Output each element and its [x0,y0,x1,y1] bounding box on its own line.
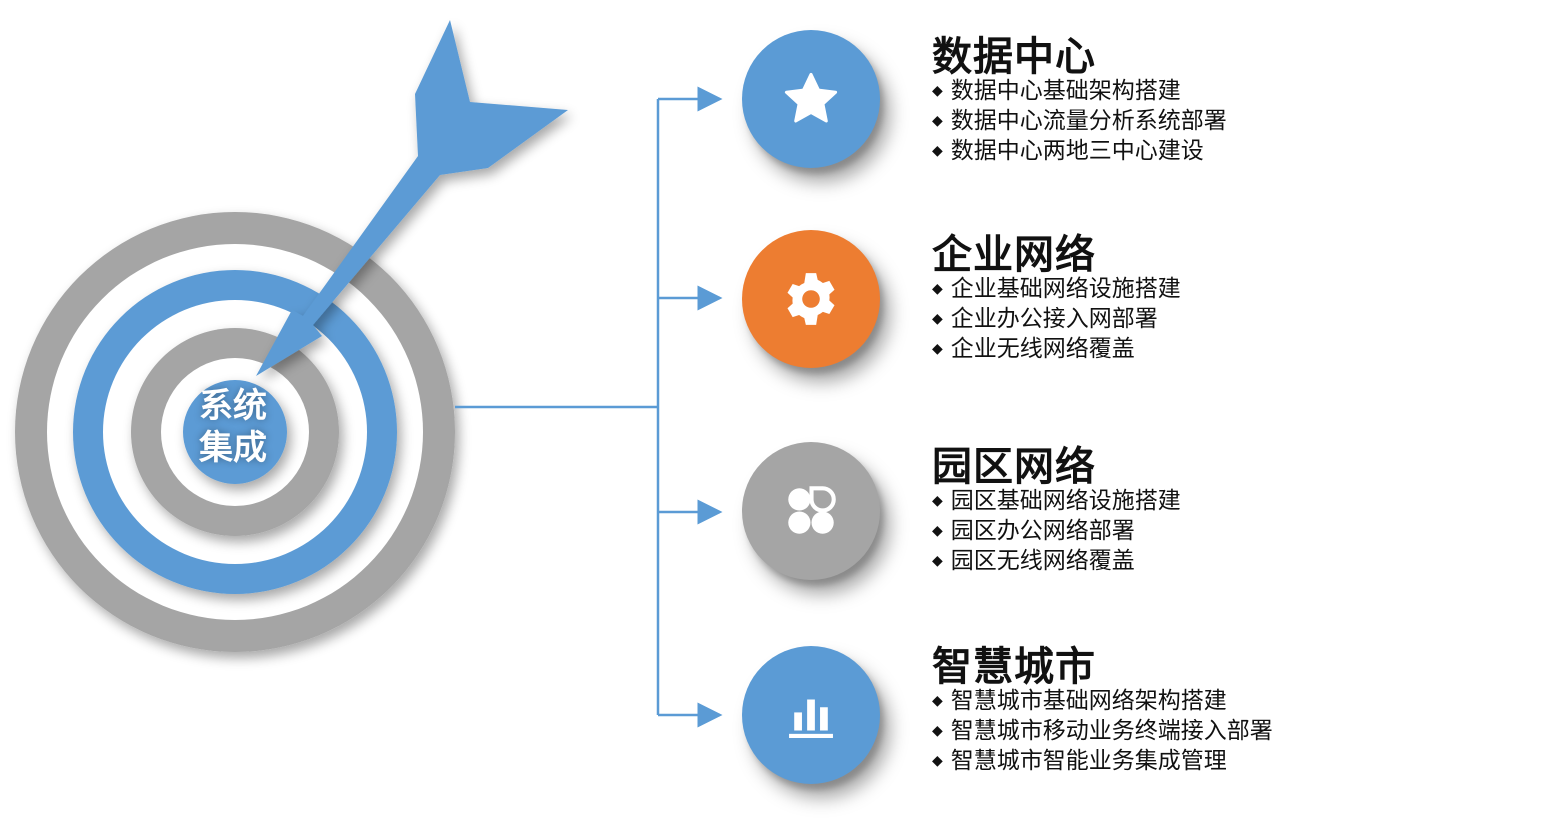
section-icon-circle [742,30,880,168]
bullet-item: ◆企业基础网络设施搭建 [932,276,1181,302]
section-bullets: ◆园区基础网络设施搭建 ◆园区办公网络部署 ◆园区无线网络覆盖 [932,486,1181,576]
bar-chart-icon [789,699,833,738]
clover-icon [788,486,836,534]
section-bullets: ◆智慧城市基础网络架构搭建 ◆智慧城市移动业务终端接入部署 ◆智慧城市智能业务集… [932,686,1273,776]
section-title: 企业网络 [932,232,1096,278]
bullet-item: ◆数据中心两地三中心建设 [932,138,1204,164]
section-bullets: ◆数据中心基础架构搭建 ◆数据中心流量分析系统部署 ◆数据中心两地三中心建设 [932,76,1227,166]
connector-lines [455,86,723,728]
bullet-item: ◆企业无线网络覆盖 [932,336,1135,362]
dart-arrow [256,20,568,376]
section-icon-circle [742,442,880,580]
section-smart-city: 智慧城市 ◆智慧城市基础网络架构搭建 ◆智慧城市移动业务终端接入部署 ◆智慧城市… [740,634,1540,794]
bullet-item: ◆园区基础网络设施搭建 [932,488,1181,514]
section-campus-network: 园区网络 ◆园区基础网络设施搭建 ◆园区办公网络部署 ◆园区无线网络覆盖 [740,434,1540,594]
section-title: 智慧城市 [932,644,1096,690]
section-enterprise-network: 企业网络 ◆企业基础网络设施搭建 ◆企业办公接入网部署 ◆企业无线网络覆盖 [740,222,1540,382]
section-icon-circle [742,646,880,784]
center-label: 系统 集成 [178,385,288,469]
bullet-item: ◆智慧城市移动业务终端接入部署 [932,718,1273,744]
center-label-line2: 集成 [199,428,267,468]
bullet-item: ◆数据中心基础架构搭建 [932,78,1181,104]
bullet-item: ◆园区无线网络覆盖 [932,548,1135,574]
bullet-item: ◆园区办公网络部署 [932,518,1135,544]
section-icon-circle [742,230,880,368]
section-bullets: ◆企业基础网络设施搭建 ◆企业办公接入网部署 ◆企业无线网络覆盖 [932,274,1181,364]
bullet-item: ◆智慧城市基础网络架构搭建 [932,688,1227,714]
star-icon [784,72,838,123]
section-title: 园区网络 [932,444,1096,490]
section-title: 数据中心 [932,34,1096,80]
bullet-item: ◆数据中心流量分析系统部署 [932,108,1227,134]
bullet-item: ◆智慧城市智能业务集成管理 [932,748,1227,774]
gear-icon [787,273,835,325]
center-label-line1: 系统 [199,386,267,426]
section-data-center: 数据中心 ◆数据中心基础架构搭建 ◆数据中心流量分析系统部署 ◆数据中心两地三中… [740,24,1540,184]
bullet-item: ◆企业办公接入网部署 [932,306,1158,332]
target-rings [15,212,455,652]
